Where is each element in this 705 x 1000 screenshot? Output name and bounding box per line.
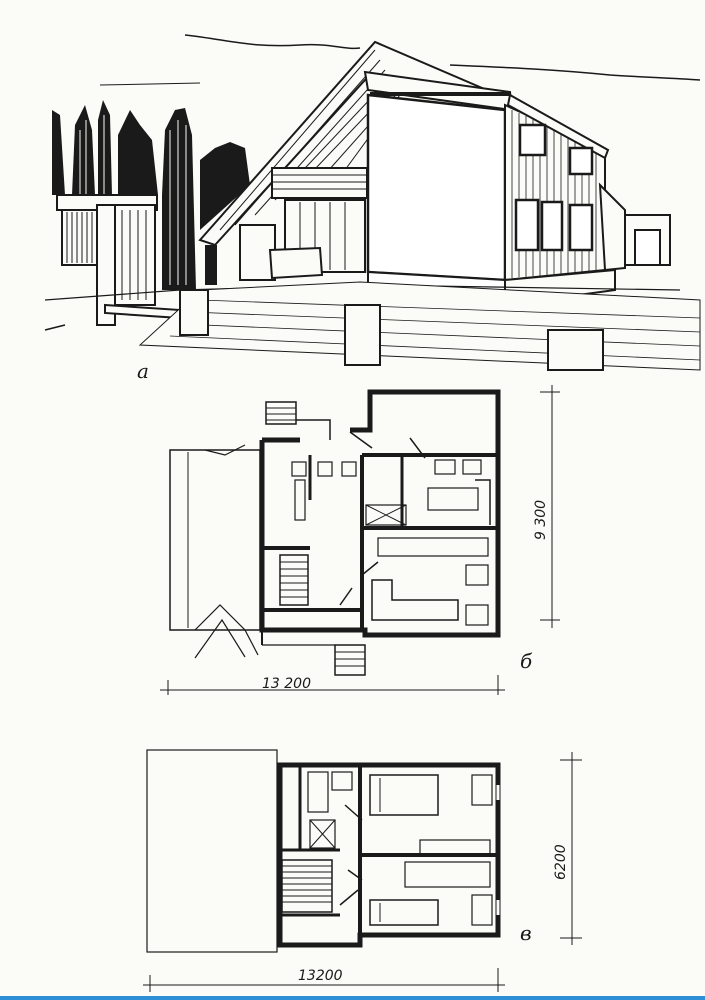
- label-perspective: а: [137, 359, 149, 383]
- lower-window-2: [540, 200, 564, 252]
- internal-stair-steps: [280, 561, 308, 598]
- entry-stair-bottom-steps: [335, 651, 365, 667]
- upper-door-3: [339, 889, 359, 906]
- upper-door-1: [344, 804, 363, 821]
- label-upper-floor: в: [520, 921, 532, 945]
- boardwalk-post-1: [179, 289, 209, 336]
- dim-upper-width: 13200: [298, 968, 343, 984]
- desk-1: [419, 839, 491, 855]
- armchair: [465, 564, 489, 586]
- door-kitchen: [409, 437, 426, 459]
- carport-gate-top: [204, 444, 246, 456]
- upper-window-1: [518, 123, 547, 157]
- bathtub: [307, 771, 329, 813]
- pergola: [271, 167, 368, 199]
- perspective-drawing: [44, 34, 701, 371]
- door-living: [361, 561, 379, 576]
- upper-stair-steps: [282, 865, 332, 903]
- boardwalk-post-2: [344, 304, 381, 366]
- entry-stair-top-steps: [266, 407, 296, 421]
- upper-window-2: [568, 146, 594, 176]
- outer-wall-main: [259, 389, 501, 638]
- carport-gate-swing: [194, 618, 246, 659]
- dim-upper-depth: 6200: [553, 844, 569, 880]
- gate-panel-hatch: [66, 212, 93, 263]
- pergola-slats: [272, 174, 367, 190]
- door-hall: [339, 587, 353, 606]
- porch-post: [205, 245, 217, 285]
- counter-left: [294, 479, 306, 521]
- dim-ground-depth: 9 300: [533, 500, 549, 540]
- porch-door: [239, 224, 276, 281]
- side-roof: [506, 93, 610, 160]
- upper-door-2: [347, 869, 363, 881]
- stove: [341, 461, 357, 477]
- bottom-accent-line: [0, 996, 705, 1000]
- sky-line-right: [449, 64, 701, 81]
- bed-2-top: [404, 861, 491, 888]
- wc: [291, 461, 307, 477]
- carport-outline: [169, 449, 261, 631]
- wardrobe-2: [471, 894, 493, 926]
- trees-hatching: [79, 115, 187, 285]
- lower-window-1: [514, 198, 540, 252]
- lower-window-3: [568, 203, 594, 252]
- storage: [365, 504, 407, 526]
- porch-bench: [268, 246, 324, 280]
- internal-stair: [279, 554, 309, 606]
- roof-outline: [146, 749, 278, 953]
- door-entry: [349, 431, 373, 449]
- upper-storage-cross: [309, 819, 336, 849]
- storage-cross: [365, 504, 407, 526]
- ground-stroke: [44, 324, 66, 331]
- kitchen-stove: [462, 459, 482, 475]
- gate-wall: [114, 204, 156, 306]
- upper-floor-plan: [143, 749, 582, 992]
- washbasin: [331, 771, 353, 791]
- kitchen-counter: [475, 479, 491, 525]
- annex: [598, 182, 626, 272]
- kitchen-table: [427, 487, 479, 511]
- bed-1: [369, 774, 439, 816]
- entry-stair-bottom: [334, 644, 366, 676]
- sky-line-left: [184, 34, 361, 50]
- horizon-line: [99, 82, 201, 86]
- living-shelf: [377, 537, 489, 557]
- entry-stair-top: [265, 401, 297, 425]
- dim-ground-width: 13 200: [262, 676, 311, 692]
- bed-2: [369, 899, 439, 926]
- carport-gate-bottom: [194, 604, 259, 656]
- upper-stair: [281, 859, 333, 913]
- sink: [317, 461, 333, 477]
- front-wall: [366, 93, 507, 282]
- sofa: [371, 579, 459, 621]
- boardwalk-planks: [169, 299, 701, 361]
- entry-vestibule: [296, 419, 331, 440]
- side-table: [465, 604, 489, 626]
- label-ground-floor: б: [520, 649, 533, 673]
- garage-door: [634, 229, 661, 266]
- ground-floor-plan: [160, 385, 560, 695]
- gate-wall-hatch: [121, 210, 147, 300]
- upper-storage: [309, 819, 336, 849]
- boardwalk-post-3: [547, 329, 604, 371]
- wardrobe-1: [471, 774, 493, 806]
- kitchen-sink: [434, 459, 456, 475]
- roof-band: [370, 92, 510, 96]
- bench: [104, 303, 181, 320]
